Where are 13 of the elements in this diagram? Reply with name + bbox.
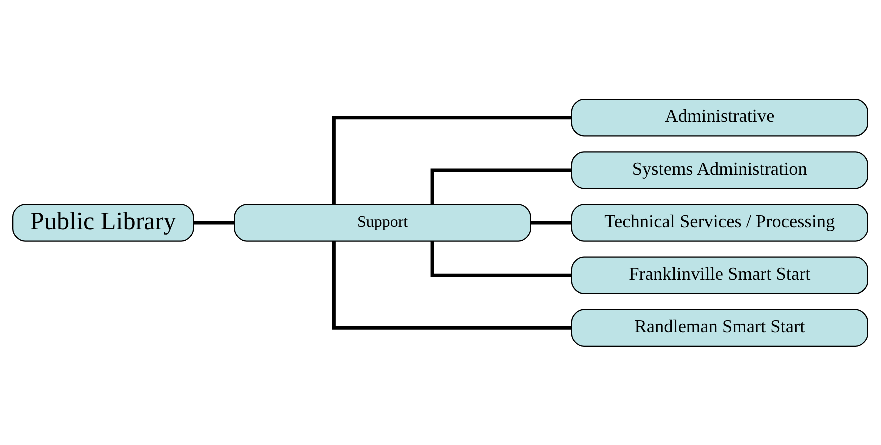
node-box: Support [234, 204, 532, 242]
connector [430, 240, 572, 277]
connector [531, 220, 572, 224]
connector [194, 220, 234, 224]
node-box: Technical Services / Processing [571, 204, 868, 242]
connector [430, 168, 572, 204]
node-box: Randleman Smart Start [571, 308, 868, 346]
node-box: Systems Administration [571, 151, 868, 189]
connector [332, 240, 572, 330]
node-box: Administrative [571, 98, 868, 136]
node-box: Franklinville Smart Start [571, 256, 868, 294]
node-box: Public Library [12, 204, 194, 242]
connector [332, 116, 572, 204]
